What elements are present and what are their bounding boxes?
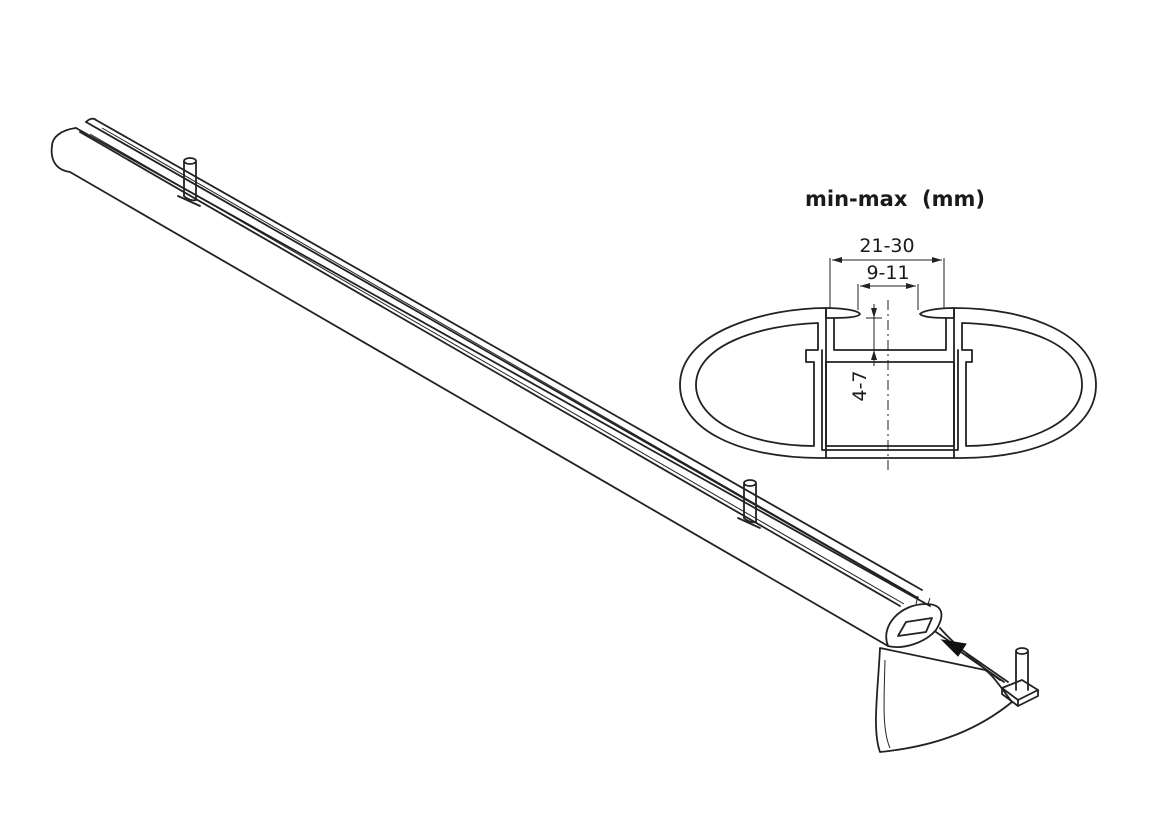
diagram-title: min-max (mm) <box>805 187 985 211</box>
insert-arrow <box>940 639 1005 683</box>
bar-cross-section <box>679 257 1097 470</box>
outer-slot-width-label: 21-30 <box>859 235 914 257</box>
t-bolt-1 <box>177 157 201 207</box>
slot-depth-label: 4-7 <box>849 370 871 401</box>
inner-slot-width-label: 9-11 <box>866 262 909 284</box>
roof-bar <box>50 117 943 648</box>
t-bolt-2 <box>737 479 761 529</box>
t-bolt-insert <box>1001 647 1039 707</box>
